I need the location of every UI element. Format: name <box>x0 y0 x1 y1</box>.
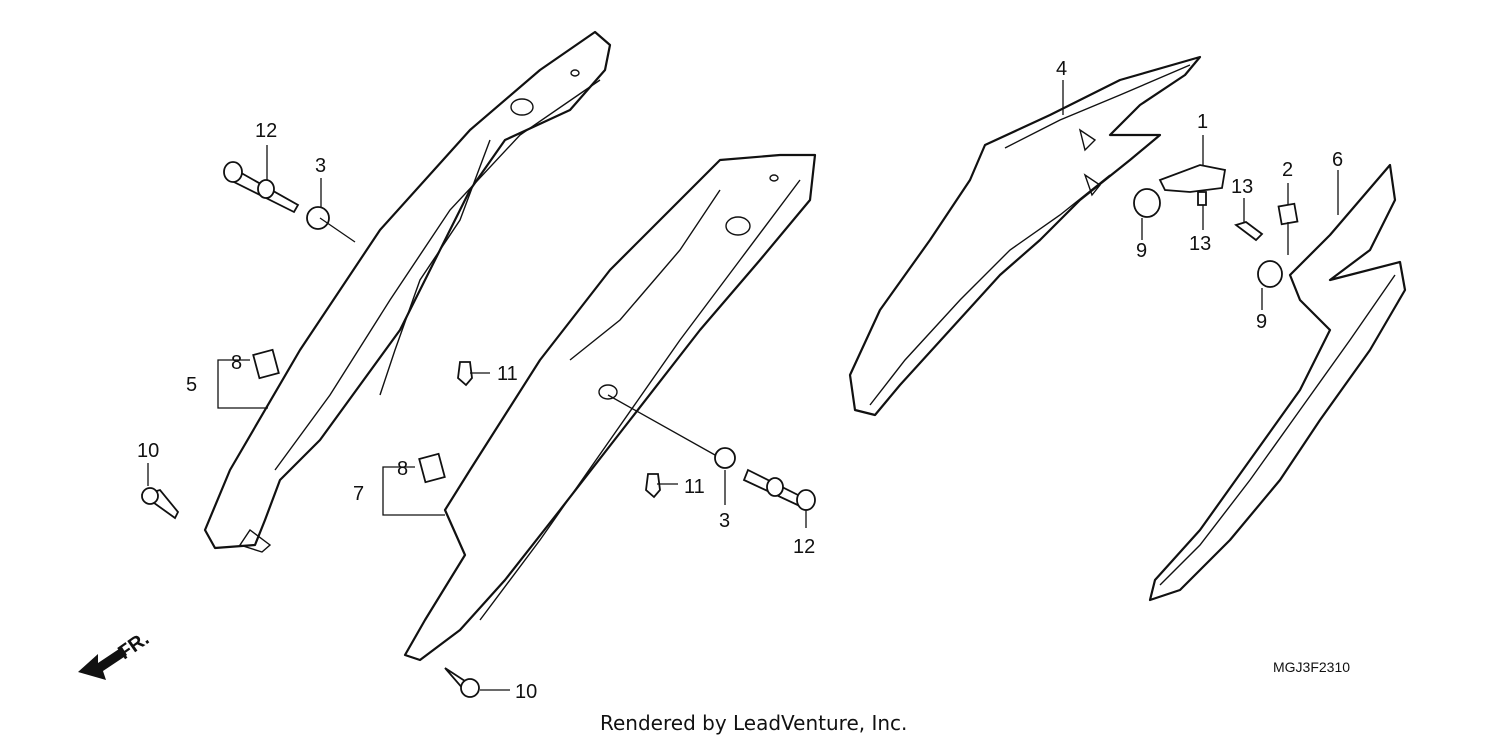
front-direction-arrow: FR. <box>78 628 153 680</box>
clip-nut-part-11-upper <box>457 361 473 387</box>
screw-part-10-right <box>444 667 480 698</box>
callout-6: 6 <box>1332 149 1343 171</box>
callout-4: 4 <box>1056 58 1067 80</box>
bracket-part-1 <box>1158 164 1227 193</box>
collar-part-3-left <box>306 206 330 230</box>
callout-13-right: 13 <box>1189 233 1211 255</box>
clip-part-2 <box>1277 202 1299 226</box>
callout-2: 2 <box>1282 159 1293 181</box>
callout-5: 5 <box>186 374 197 396</box>
callout-11-lower: 11 <box>684 476 705 498</box>
grommet-part-9-left <box>1133 188 1161 218</box>
callout-7: 7 <box>353 483 364 505</box>
callout-10-right: 10 <box>515 681 537 703</box>
callout-12-upper: 12 <box>255 120 277 142</box>
screw-part-13-left <box>1197 191 1207 206</box>
rear-cowl-part-4 <box>848 55 1202 417</box>
callout-10-left: 10 <box>137 440 159 462</box>
pad-part-8-lower <box>418 452 446 484</box>
callout-8-upper: 8 <box>231 352 242 374</box>
side-cover-left-part-5 <box>203 30 612 553</box>
clip-nut-part-11-lower <box>645 473 661 499</box>
callout-13-left: 13 <box>1231 176 1253 198</box>
callout-11-upper: 11 <box>497 363 518 385</box>
callout-8-lower: 8 <box>397 458 408 480</box>
screw-part-13-right <box>1234 221 1264 242</box>
callout-12-lower: 12 <box>793 536 815 558</box>
callout-3-lower: 3 <box>719 510 730 532</box>
callout-1: 1 <box>1197 111 1208 133</box>
side-cover-right-part-7 <box>403 153 817 662</box>
bolt-part-12-lower <box>742 468 816 511</box>
callout-9-left: 9 <box>1136 240 1147 262</box>
screw-part-10-left <box>140 487 180 520</box>
rear-side-cowl-part-6 <box>1148 163 1407 602</box>
diagram-code: MGJ3F2310 <box>1273 659 1350 675</box>
callout-3-upper: 3 <box>315 155 326 177</box>
bolt-part-12-upper <box>223 161 300 214</box>
grommet-part-9-right <box>1257 260 1283 288</box>
pad-part-8-upper <box>252 348 280 380</box>
leader-lines <box>147 80 1339 691</box>
collar-part-3-right <box>714 447 736 469</box>
credit-line: Rendered by LeadVenture, Inc. <box>600 711 907 735</box>
callout-9-right: 9 <box>1256 311 1267 333</box>
